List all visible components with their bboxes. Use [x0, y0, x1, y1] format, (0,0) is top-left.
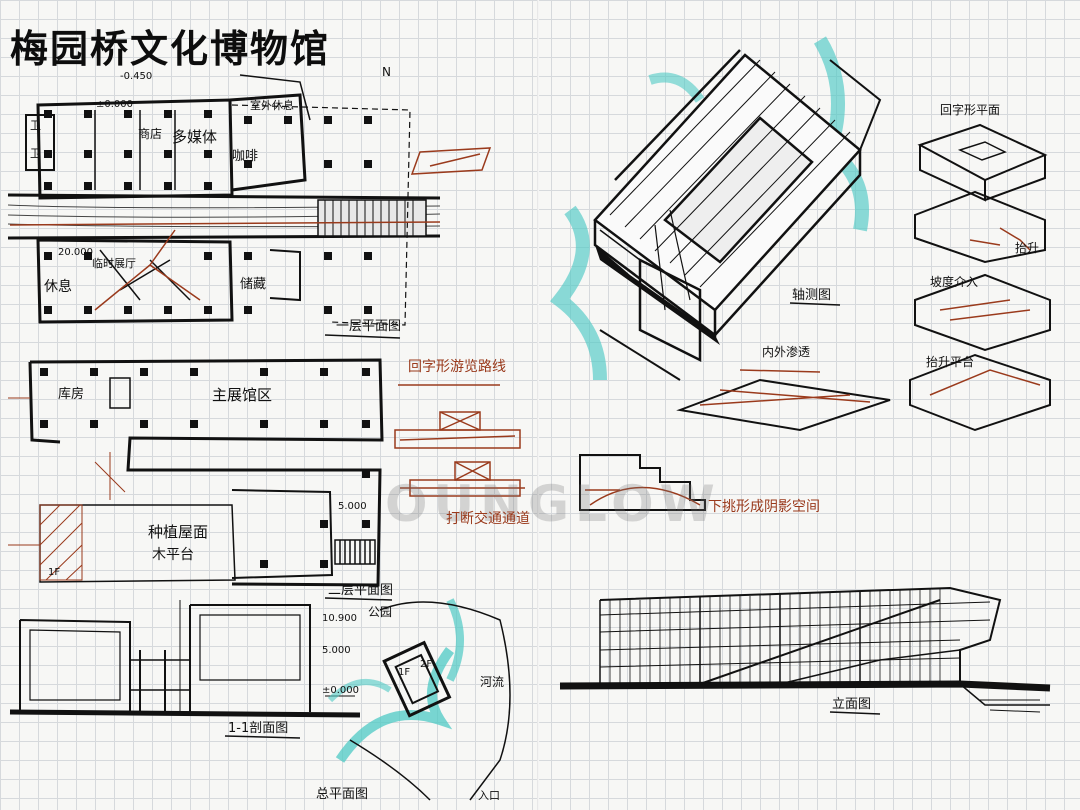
site-plan-title: 总平面图: [316, 787, 369, 802]
ground-floor-plan: [7, 74, 441, 326]
section-level-1: 10.900: [322, 613, 357, 624]
notebook-crease: [537, 0, 539, 810]
level-mark-1: -0.450: [120, 71, 153, 82]
second-plan-columns: [40, 368, 370, 568]
level-mark-2: ±0.000: [96, 99, 134, 110]
second-plan-title: 二层平面图: [328, 583, 394, 598]
room-label-temp-hall: 临时展厅: [92, 257, 136, 270]
room-label-shop: 商店: [138, 127, 163, 141]
ground-plan-title: 一层平面图: [336, 319, 402, 334]
site-label-river: 河流: [480, 675, 505, 689]
concept-label-shadow-space: 下挑形成阴影空间: [708, 499, 820, 515]
level-mark-3: 20.000: [58, 247, 93, 258]
site-label-1f: 1F: [398, 667, 411, 678]
site-label-entrance: 入口: [478, 789, 500, 802]
concept-label-lift: 抬升: [1015, 241, 1040, 255]
ground-plan-title-underline: [324, 334, 401, 339]
second-plan-hatch: [8, 397, 126, 581]
ground-plan-red-route: [9, 147, 492, 311]
concept-label-in-out: 内外渗透: [762, 345, 811, 359]
room-label-multimedia: 多媒体: [172, 128, 218, 146]
room-label-rest: 休息: [44, 279, 72, 295]
section-level-3: ±0.000: [322, 685, 360, 696]
second-plan-title-underline: [324, 597, 393, 601]
north-arrow-label: N: [382, 65, 391, 79]
second-plan-stair: [109, 377, 376, 565]
elevation-title: 立面图: [832, 697, 872, 712]
section-title: 1-1剖面图: [228, 721, 289, 736]
concept-label-courtyard-plan: 回字形平面: [940, 103, 1001, 117]
concept-route-diagrams: [394, 384, 525, 497]
shadow-section-diagram: [579, 454, 706, 511]
site-label-2f: 2F: [420, 659, 433, 670]
second-plan-1f-mark: 1F: [48, 567, 61, 578]
concept-label-slope: 坡度介入: [930, 275, 979, 289]
watermark-text: OUNGLOW: [385, 475, 721, 533]
sheet-title: 梅园桥文化博物馆: [10, 26, 331, 71]
concept-label-lift-platform: 抬升平台: [926, 355, 975, 369]
room-label-timber-deck: 木平台: [152, 547, 194, 563]
site-label-park: 公园: [368, 605, 393, 619]
room-label-storage: 储藏: [240, 277, 267, 292]
concept-massing: [676, 123, 1051, 432]
concept-label-break-path: 打断交通通道: [446, 511, 530, 527]
room-label-archive: 库房: [58, 387, 85, 402]
axonometric-drawing: [550, 36, 882, 381]
axonometric-title: 轴测图: [792, 288, 832, 303]
concept-label-route: 回字形游览路线: [408, 359, 506, 375]
elevation-title-underline: [829, 711, 881, 715]
section-level-2: 5.000: [322, 645, 351, 656]
room-label-cafe: 咖啡: [232, 149, 259, 164]
section-drawing: [9, 600, 361, 718]
site-plan: [327, 598, 511, 801]
room-label-wc-2: 卫: [30, 147, 41, 160]
room-label-main-exhibition: 主展馆区: [212, 386, 273, 404]
second-plan-level: 5.000: [338, 501, 367, 512]
room-label-green-roof: 种植屋面: [148, 523, 209, 541]
room-label-wc-1: 卫: [30, 119, 41, 132]
axo-title-underline: [789, 302, 841, 306]
ground-plan-columns: [44, 110, 372, 314]
elevation-drawing: [559, 586, 1051, 713]
section-title-underline: [224, 735, 301, 739]
room-label-outdoor-rest: 室外休息: [250, 99, 294, 112]
